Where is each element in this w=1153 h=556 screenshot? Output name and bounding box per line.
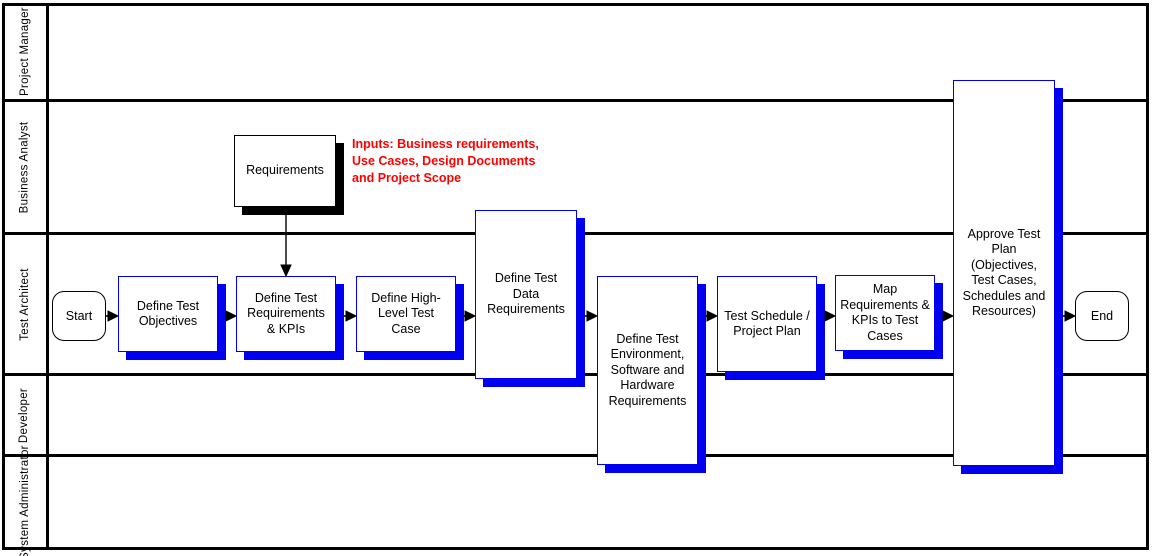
start-node-label: Start [65, 309, 93, 323]
define-high-level-test-case-box[interactable]: Define High-Level Test Case [356, 276, 456, 352]
define-test-data-requirements-label: Define Test Data Requirements [487, 271, 565, 317]
lane-label-business-analyst: Business Analyst [2, 102, 48, 232]
lane-label-project-manager-text: Project Manager [18, 6, 31, 96]
define-high-level-test-case-label: Define High-Level Test Case [371, 290, 441, 336]
approve-test-plan-label: Approve Test Plan (Objectives, Test Case… [962, 226, 1046, 319]
lane-label-system-administrator-text: System Administrator [18, 444, 31, 556]
map-requirements-label: Map Requirements & KPIs to Test Cases [840, 282, 930, 343]
inputs-annotation: Inputs: Business requirements, Use Cases… [352, 137, 539, 185]
start-node[interactable]: Start [52, 291, 106, 341]
define-test-environment-label: Define Test Environment, Software and Ha… [608, 331, 687, 408]
define-test-objectives-box[interactable]: Define Test Objectives [118, 276, 218, 352]
lane-label-developer-text: Developer [18, 387, 31, 443]
define-test-data-requirements-box[interactable]: Define Test Data Requirements [475, 210, 577, 379]
lane-divider-4 [2, 454, 1149, 457]
requirements-box[interactable]: Requirements [234, 135, 336, 207]
end-node[interactable]: End [1075, 291, 1129, 341]
end-node-label: End [1090, 309, 1114, 323]
test-schedule-project-plan-box[interactable]: Test Schedule / Project Plan [717, 276, 817, 372]
lane-label-test-architect: Test Architect [2, 235, 48, 373]
test-schedule-project-plan-label: Test Schedule / Project Plan [724, 308, 810, 339]
lane-label-business-analyst-text: Business Analyst [18, 121, 31, 213]
define-test-requirements-kpis-box[interactable]: Define Test Requirements & KPIs [236, 276, 336, 352]
lane-label-developer: Developer [2, 376, 48, 454]
requirements-box-label: Requirements [246, 163, 324, 178]
lane-label-system-administrator: System Administrator [2, 445, 48, 556]
diagram-frame [2, 3, 1149, 550]
map-requirements-box[interactable]: Map Requirements & KPIs to Test Cases [835, 275, 935, 351]
define-test-objectives-label: Define Test Objectives [136, 298, 200, 329]
approve-test-plan-box[interactable]: Approve Test Plan (Objectives, Test Case… [953, 80, 1055, 466]
lane-divider-1 [2, 99, 1149, 102]
lane-label-test-architect-text: Test Architect [18, 267, 31, 341]
lane-label-project-manager: Project Manager [2, 3, 48, 99]
lane-header-divider [46, 3, 49, 550]
define-test-environment-box[interactable]: Define Test Environment, Software and Ha… [597, 276, 698, 465]
define-test-requirements-kpis-label: Define Test Requirements & KPIs [247, 290, 325, 336]
